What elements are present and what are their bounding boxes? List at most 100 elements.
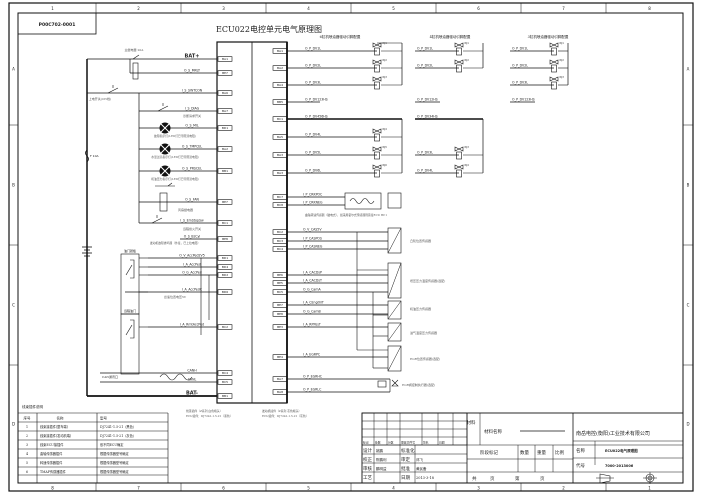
outer-frame [8, 2, 694, 492]
table-cell: 5 [26, 461, 28, 465]
fuse-icon [85, 149, 89, 163]
role-label: 日期 [401, 475, 410, 481]
signal-label: BAT+ [185, 54, 200, 60]
grid-row-label: A [12, 67, 15, 72]
table-cell: 线束接插件(整车端) [40, 424, 68, 429]
revision-header: 更改文件号 [401, 441, 415, 445]
injector-label: INJ1 [464, 41, 469, 45]
grid-column-label: 6 [222, 486, 225, 491]
potentiometer-icon [125, 319, 135, 339]
signal-label: O_S_FAN [185, 198, 199, 202]
injector-label: INJ1 [382, 41, 387, 45]
signal-label: O_S_TMPCEL [182, 145, 203, 149]
ecu-pin [217, 393, 233, 399]
injector-signal-label: O_P_DV5L [305, 151, 321, 155]
injector-coil-icon [551, 47, 557, 56]
injector-coil-icon [374, 169, 380, 178]
injector-label: INJ2 [559, 58, 564, 62]
grid-row-label: D [12, 422, 15, 427]
signal-label: O_S_MIL [185, 124, 198, 128]
injector-coil-icon [456, 169, 462, 178]
table-cell: 根据传感器型号确定 [100, 469, 129, 474]
role-name: 陈鹏利 [376, 457, 387, 462]
grid-column-label: 6 [477, 6, 480, 11]
ecu-pin [217, 272, 233, 278]
injector-coil-icon [374, 133, 380, 142]
page-title: ECU022电控单元电气原理图 [216, 24, 322, 34]
page-count-label: 页 [490, 476, 495, 482]
injector-valve-icon [372, 128, 382, 134]
ecu-pin [217, 255, 233, 261]
ecu-pin-label: BD1 [222, 126, 228, 130]
role-label: 工艺 [363, 475, 372, 481]
sensor-signal-label: I_A_CACDsP [303, 271, 322, 275]
egr-valve-icon [391, 379, 399, 387]
lamp-cross-icon [160, 144, 170, 154]
grid-column-label: 2 [137, 6, 140, 11]
injector-coil-icon [374, 64, 380, 73]
table-cell: 转速传感器插件 [40, 460, 63, 465]
grid-column-label: 5 [392, 6, 395, 11]
estop-label: 远程熄火开关 [183, 226, 201, 231]
inner-frame [17, 12, 684, 484]
grid-column-label: 7 [562, 6, 565, 11]
title-block [361, 412, 684, 484]
grid-column-label: 4 [307, 6, 310, 11]
fan-relay-coil-icon [159, 192, 168, 212]
injector-label: INJ4 [382, 127, 387, 131]
injector-signal-label: O_P_DV4L [417, 169, 433, 173]
fan-label: 风扇继电器 [178, 207, 193, 212]
lamp-label: 故障指示灯(LED灯已带限流电阻) [154, 134, 196, 138]
ecu-pin-label: BA1 [222, 57, 228, 61]
oil-pressure-sensor [387, 300, 402, 320]
ecu-pin [217, 90, 233, 96]
intake-sensor [387, 322, 402, 342]
sensor-diagonal-icon [387, 322, 402, 342]
sensor-signal-label: O_G_CamA [303, 288, 321, 292]
injector-coil-icon [551, 64, 557, 73]
material-label: 材料 [467, 419, 476, 426]
signal-label: CANH [187, 369, 197, 373]
idle-voltage-label: 怠速位置电压5V [164, 294, 187, 299]
role-name: 黄民备 [416, 466, 427, 471]
ecu-pin [217, 264, 233, 270]
table-cell: 线束ECU接插件 [40, 442, 64, 447]
signal-label: I_S_DIAG [185, 107, 200, 111]
ecu-pin-label: BC1 [222, 221, 228, 225]
role-name: 鹏明益 [376, 466, 387, 471]
accelerator-pedal-sensor [120, 253, 140, 315]
ecu-pin-label: BC2 [222, 325, 228, 329]
injector-valve-icon [549, 42, 559, 48]
ecu-pin [217, 324, 233, 330]
injector-coil-icon [374, 151, 380, 160]
ecu-pin [217, 108, 233, 114]
table-header: 型号 [100, 416, 107, 421]
ecu-pin-label: BA3 [277, 171, 283, 175]
signal-label: O_G_AccPed [182, 271, 202, 275]
ecu-pin [217, 168, 233, 174]
ecu-pin-label: BC1 [277, 117, 283, 121]
injector-valve-icon [372, 76, 382, 82]
injector-coil-icon [551, 81, 557, 90]
table-cell: DJ7241-1.5-21（黑色） [100, 424, 136, 429]
sensor-signal-label: O_P_EGRHC [303, 375, 323, 379]
table-cell: 4 [26, 452, 28, 456]
role-label: 审定 [401, 456, 410, 463]
injector-label: INJ1 [559, 41, 564, 45]
ecu-pin-label: BE6 [277, 273, 283, 277]
table-header: 序号 [24, 416, 31, 421]
ecu-pin-label: BE8 [222, 237, 228, 241]
signal-label: O_S_BzCyl [184, 235, 201, 239]
injector-valve-icon [454, 59, 464, 65]
injector-signal-label: O_P_DV2L [417, 64, 433, 68]
table-cell: 线束接插件(发动机端) [40, 433, 71, 438]
revision-header: 标记 [363, 441, 369, 445]
sensor-label: 机油压力传感器 [410, 306, 431, 311]
injector-signal-label: O_P_DV1L [305, 47, 321, 51]
grid-row-label: C [687, 303, 690, 308]
injector-group-title: 6缸机喷油器驱动引脚配置 [320, 34, 361, 39]
injector-signal-label: O_P_DV1L [417, 47, 433, 51]
injector-label: INJ3 [559, 75, 564, 79]
table-header: 名称 [57, 416, 64, 421]
